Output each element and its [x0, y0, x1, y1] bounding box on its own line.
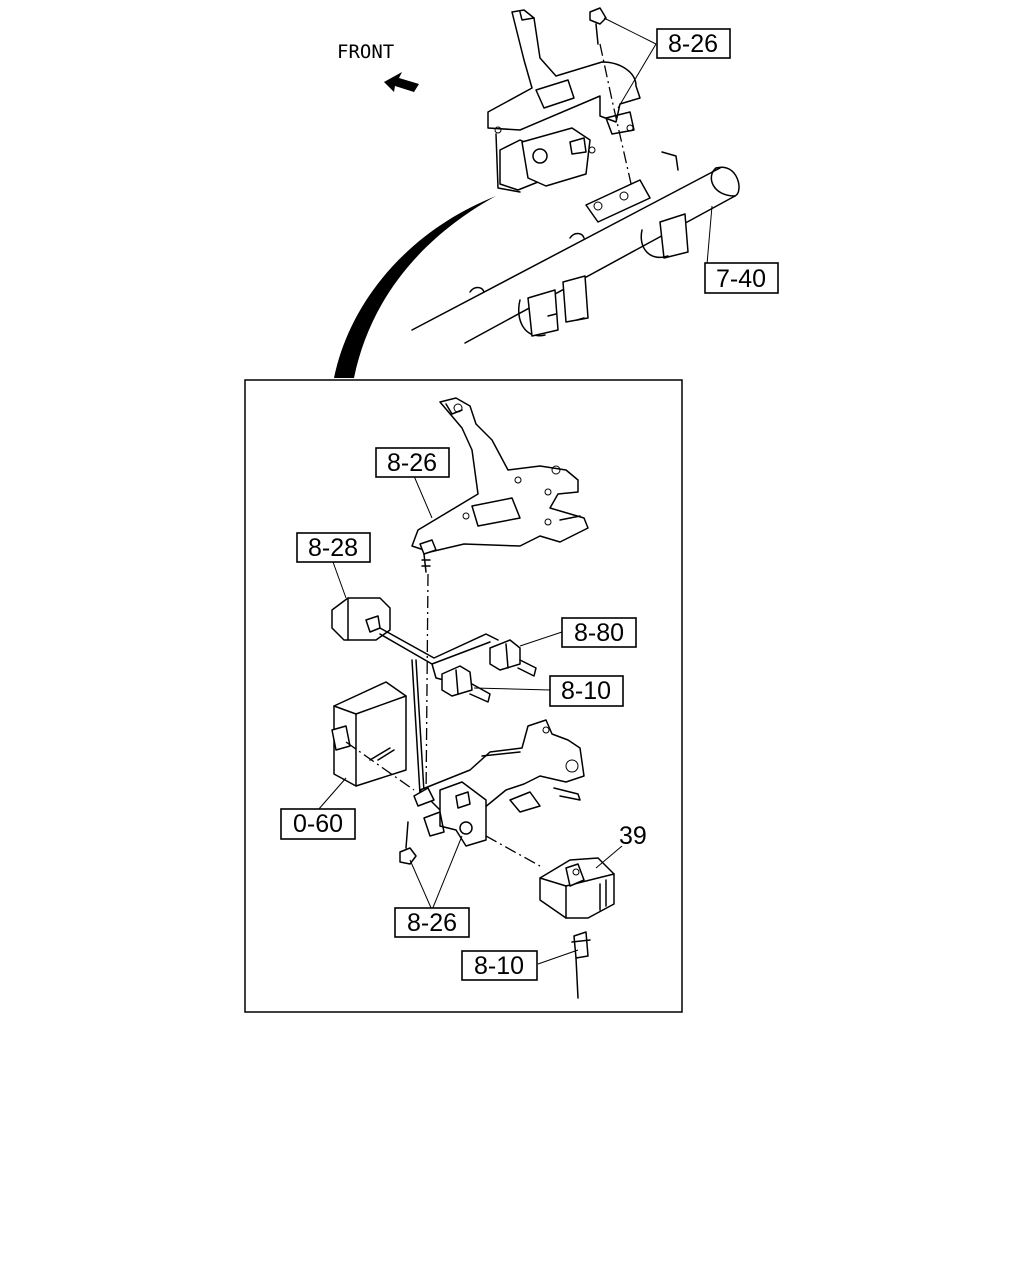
detail-bracket: [411, 397, 589, 573]
svg-text:39: 39: [619, 822, 647, 850]
lower-bracket: [413, 719, 585, 847]
relay: [539, 857, 615, 919]
svg-text:8-10: 8-10: [561, 677, 611, 705]
top-bracket-assembly: [487, 7, 641, 193]
svg-text:8-80: 8-80: [574, 619, 624, 647]
relay-connector: [571, 931, 591, 999]
detail-pointer-arrow: [334, 196, 496, 378]
callout-connector-harness: 8-28: [296, 532, 371, 563]
nuts: [399, 821, 417, 865]
callout-detail-bracket: 8-26: [375, 447, 450, 478]
callout-relay: 39: [619, 822, 647, 850]
svg-text:8-26: 8-26: [387, 449, 437, 477]
front-arrow-icon: [384, 72, 419, 92]
detail-frame: [244, 379, 683, 1013]
svg-text:7-40: 7-40: [716, 265, 766, 293]
svg-text:8-10: 8-10: [474, 952, 524, 980]
callout-connector-mid: 8-10: [549, 675, 624, 707]
svg-text:0-60: 0-60: [293, 810, 343, 838]
callout-connector-upper: 8-80: [561, 617, 637, 648]
svg-text:8-26: 8-26: [668, 30, 718, 58]
callout-top-bracket-bolt: 8-26: [656, 28, 731, 59]
crossmember-tube: [411, 151, 740, 344]
front-label: FRONT: [337, 41, 394, 63]
svg-text:8-28: 8-28: [308, 534, 358, 562]
callout-crossmember: 7-40: [704, 262, 779, 294]
svg-text:8-26: 8-26: [407, 909, 457, 937]
callout-control-unit: 0-60: [280, 808, 356, 840]
callout-relay-connector: 8-10: [461, 950, 538, 981]
connector-harness: [331, 597, 499, 795]
connector-mid: [441, 665, 491, 703]
front-indicator: FRONT: [337, 41, 419, 92]
callout-nuts: 8-26: [394, 907, 470, 938]
control-unit: [331, 681, 407, 787]
connector-upper: [489, 639, 537, 677]
